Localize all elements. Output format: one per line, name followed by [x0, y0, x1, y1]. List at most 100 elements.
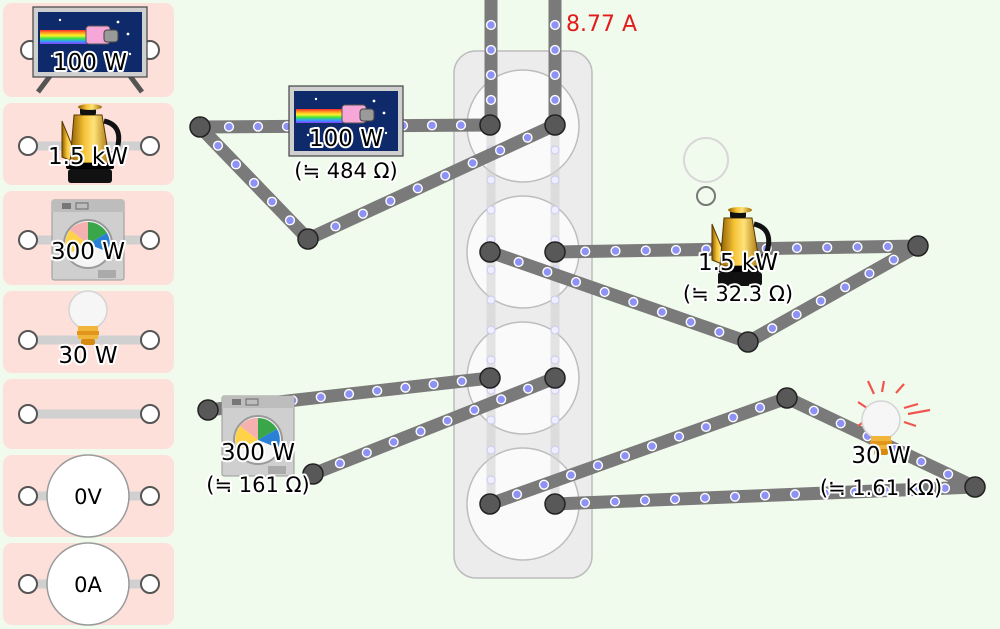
bus-electron-dot — [550, 325, 560, 335]
electron-dot — [700, 421, 712, 433]
palette-bulb[interactable]: 30 W — [18, 290, 160, 371]
electron-dot — [882, 241, 893, 252]
tv-resistance-label: (≒ 484 Ω) — [294, 159, 397, 183]
wire-terminal[interactable] — [297, 228, 319, 250]
electron-dot — [852, 241, 863, 253]
wire-terminal[interactable] — [776, 387, 798, 409]
palette-ammeter[interactable]: 0A — [18, 542, 160, 626]
palette-tv-label: 100 W — [53, 50, 127, 76]
bus-electron-dot — [486, 175, 496, 185]
bus-electron-dot — [486, 265, 496, 275]
wire-terminal[interactable] — [479, 493, 501, 515]
electron-dot — [523, 383, 534, 394]
electron-dot — [864, 268, 875, 279]
electron-dot — [888, 254, 899, 265]
electron-dot — [549, 44, 561, 56]
electron-dot — [729, 491, 741, 502]
wire-segment[interactable] — [301, 118, 562, 246]
electron-dot — [496, 394, 507, 405]
glow-rays-icon — [857, 380, 931, 428]
electron-dot — [415, 426, 426, 437]
electron-dot — [685, 316, 696, 328]
placed-washer[interactable]: 300 W (≒ 161 Ω) — [204, 395, 312, 499]
electron-dot — [565, 469, 577, 481]
tv-power-label: 100 W — [309, 126, 383, 152]
wire-terminal[interactable] — [737, 331, 759, 353]
palette-voltmeter[interactable]: 0V — [18, 454, 160, 538]
electron-dot — [639, 495, 651, 506]
electron-dot — [628, 296, 639, 308]
wire-terminal[interactable] — [189, 116, 211, 138]
electron-dot — [266, 196, 278, 207]
electron-dot — [570, 276, 582, 288]
palette-washer[interactable]: 300 W — [18, 199, 160, 281]
electron-dot — [808, 405, 819, 416]
wire-terminal[interactable] — [907, 235, 929, 257]
bus-electron-dot — [486, 475, 496, 485]
electron-dot — [943, 469, 954, 480]
electron-dot — [223, 121, 235, 132]
steam-bubble-icon — [683, 137, 729, 183]
electron-dot — [909, 484, 921, 495]
palette-bulb-label: 30 W — [58, 343, 117, 369]
electron-dot — [361, 447, 372, 458]
wire-segment[interactable] — [483, 245, 755, 349]
electron-dot — [714, 326, 725, 338]
wire-terminal[interactable] — [544, 493, 566, 515]
wire-terminals[interactable] — [189, 114, 986, 515]
electron-dot — [822, 242, 833, 253]
electron-dot — [646, 441, 658, 452]
electron-dot — [609, 496, 621, 507]
bus-electron-dot — [550, 175, 560, 185]
electron-dot — [759, 490, 771, 501]
electron-dot — [372, 385, 383, 396]
bulb-resistance-label: (≒ 1.61 kΩ) — [820, 476, 942, 500]
electron-dot — [849, 486, 861, 497]
wire-terminal[interactable] — [479, 241, 501, 263]
electron-dot — [230, 159, 242, 170]
bus-electron-dot — [486, 295, 496, 305]
electron-dot — [485, 69, 497, 81]
palette-wire[interactable] — [18, 404, 160, 424]
electron-dot — [485, 94, 497, 106]
electron-dot — [357, 208, 368, 219]
voltmeter-reading: 0V — [74, 485, 102, 509]
wire-segment[interactable] — [306, 371, 562, 481]
wire-terminal[interactable] — [302, 463, 324, 485]
placed-kettle[interactable]: 1.5 kW (≒ 32.3 Ω) — [681, 137, 795, 308]
electron-dot — [640, 245, 651, 256]
electron-dot — [819, 487, 831, 499]
bus-electron-dot — [550, 355, 560, 365]
wire-terminal[interactable] — [479, 367, 501, 389]
palette-washer-label: 300 W — [51, 239, 125, 265]
wire-terminal[interactable] — [544, 367, 566, 389]
wire-terminal[interactable] — [544, 114, 566, 136]
palette-tv[interactable]: 100 W — [20, 6, 160, 94]
electron-dot — [440, 170, 451, 181]
electron-dot — [699, 492, 711, 504]
wire-terminal[interactable] — [964, 476, 986, 498]
electron-dot — [754, 402, 766, 413]
electron-dot — [939, 483, 951, 494]
wire-terminal[interactable] — [479, 114, 501, 136]
wire-terminal[interactable] — [197, 399, 219, 421]
electron-dot — [442, 415, 453, 426]
bus-electron-dot — [550, 415, 560, 425]
electron-dot — [456, 376, 467, 387]
bulb-power-label: 30 W — [851, 443, 910, 469]
electron-dot — [619, 450, 631, 461]
wire-terminal[interactable] — [544, 241, 566, 263]
electron-dot — [469, 404, 480, 416]
placed-bulb[interactable]: 30 W (≒ 1.61 kΩ) — [818, 380, 944, 502]
electron-dot — [592, 460, 604, 471]
electron-dot — [767, 323, 778, 334]
bus-electron-dot — [550, 295, 560, 305]
electron-dot — [388, 436, 399, 448]
electron-dot — [284, 215, 296, 226]
palette-kettle[interactable]: 1.5 kW — [18, 104, 160, 183]
electron-dot — [549, 94, 561, 106]
placed-tv[interactable]: 100 W (≒ 484 Ω) — [288, 85, 404, 185]
electron-dot — [343, 388, 355, 400]
electron-dot — [669, 494, 681, 505]
